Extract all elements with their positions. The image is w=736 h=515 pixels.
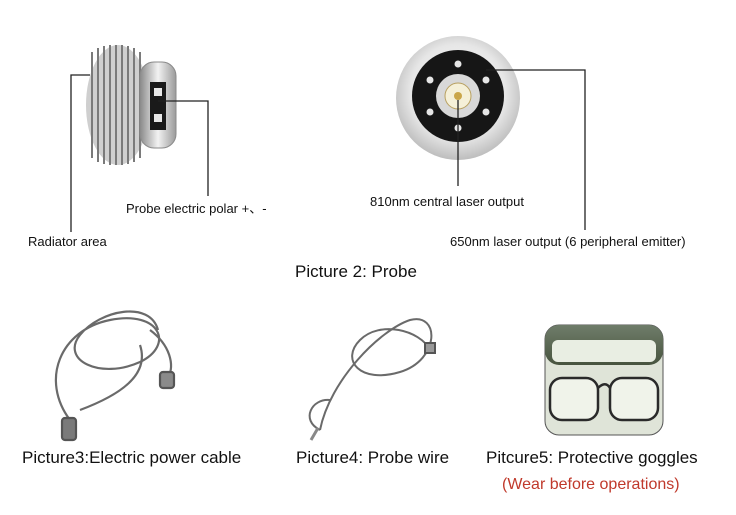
probe-picture-title: Picture 2: Probe (295, 262, 417, 281)
radiator-area-label: Radiator area (28, 234, 107, 249)
goggles-image (544, 324, 664, 436)
power-cable-image (54, 310, 176, 442)
pointer-lines (70, 69, 586, 232)
central-laser-label: 810nm central laser output (370, 194, 524, 209)
power-cable-caption: Picture3:Electric power cable (22, 448, 242, 467)
probe-electric-polar-label: Probe electric polar +、- (126, 201, 267, 216)
probe-side-image (86, 45, 177, 165)
probe-wire-image (308, 318, 436, 441)
peripheral-laser-label: 650nm laser output (6 peripheral emitter… (450, 234, 686, 249)
probe-wire-caption: Picture4: Probe wire (296, 448, 450, 467)
probe-front-image (396, 36, 520, 160)
goggles-caption: Pitcure5: Protective goggles (486, 448, 698, 467)
goggles-warning: (Wear before operations) (502, 476, 680, 493)
